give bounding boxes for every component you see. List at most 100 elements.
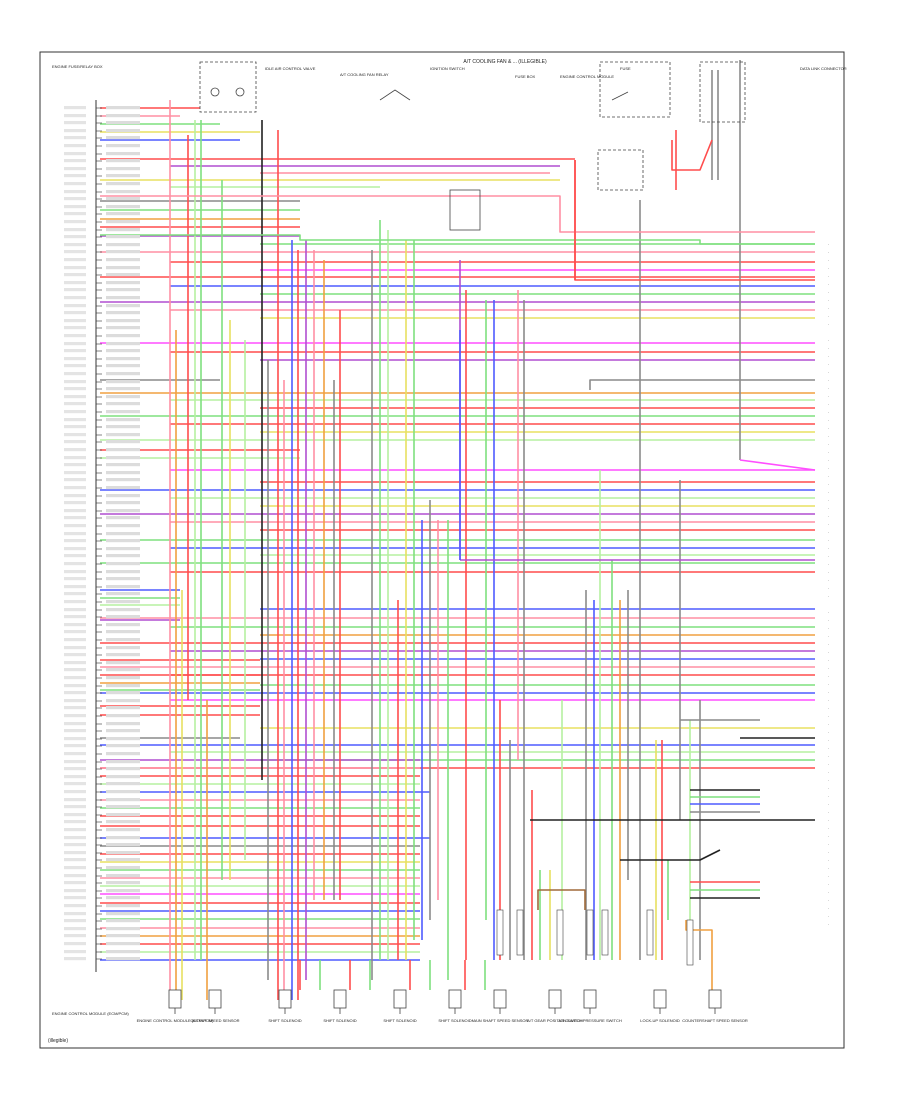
bottom-component-label: ENGINE CONTROL MODULE (ECM/PCM) <box>137 1018 214 1023</box>
pin-label-box <box>106 235 140 239</box>
pin-group-box <box>64 129 86 133</box>
pin-label-box <box>106 547 140 551</box>
bottom-component-connector <box>333 989 347 1009</box>
pin-label-box <box>106 334 140 338</box>
pin-label-box <box>106 630 140 634</box>
pin-label-box <box>106 349 140 353</box>
bottom-component-connector <box>708 989 722 1009</box>
right-pin-number: · <box>828 531 829 535</box>
pin-label-box <box>106 744 140 748</box>
pin-group-box <box>64 805 86 809</box>
pin-label-box <box>106 440 140 444</box>
pin-label-box <box>106 212 140 216</box>
pin-label-box <box>106 296 140 300</box>
pin-label-box <box>106 950 140 954</box>
pin-group-box <box>64 570 86 574</box>
right-pin-number: · <box>828 651 829 655</box>
pin-label-box <box>106 729 140 733</box>
pin-label-box <box>106 372 140 376</box>
pin-group-box <box>64 319 86 323</box>
pin-label-box <box>106 387 140 391</box>
pin-group-box <box>64 798 86 802</box>
top-component-label: ENGINE CONTROL MODULE <box>560 74 614 79</box>
pin-group-box <box>64 258 86 262</box>
idle-air-control-valve <box>199 61 257 113</box>
pin-group-box <box>64 562 86 566</box>
right-pin-number: · <box>828 851 829 855</box>
right-pin-number: · <box>828 723 829 727</box>
pin-group-box <box>64 494 86 498</box>
right-pin-number: · <box>828 611 829 615</box>
page-code: (illegible) <box>48 1038 68 1044</box>
pin-label-box <box>106 250 140 254</box>
right-pin-number: · <box>828 915 829 919</box>
top-component-label: IDLE AIR CONTROL VALVE <box>265 66 316 71</box>
right-pin-number: · <box>828 643 829 647</box>
pin-label-box <box>106 509 140 513</box>
pin-group-box <box>64 957 86 961</box>
pin-group-box <box>64 585 86 589</box>
bottom-component-connector <box>393 989 407 1009</box>
pin-group-box <box>64 889 86 893</box>
pin-group-box <box>64 934 86 938</box>
pin-label-box <box>106 676 140 680</box>
pin-group-box <box>64 623 86 627</box>
pin-label-box <box>106 782 140 786</box>
pin-label-box <box>106 623 140 627</box>
cooling-fan-relay <box>599 61 671 118</box>
solenoid-coil-icon <box>235 87 245 97</box>
pin-label-box <box>106 425 140 429</box>
pin-group-box <box>64 828 86 832</box>
right-pin-number: · <box>828 899 829 903</box>
pin-label-box <box>106 478 140 482</box>
pin-label-box <box>106 653 140 657</box>
bottom-component-connector <box>448 989 462 1009</box>
pin-group-box <box>64 220 86 224</box>
wire <box>100 234 815 245</box>
pin-label-box <box>106 418 140 422</box>
bottom-component-connector <box>493 989 507 1009</box>
bottom-component-label: SHIFT SOLENOID <box>268 1018 301 1023</box>
pin-label-box <box>106 380 140 384</box>
pin-label-box <box>106 539 140 543</box>
right-pin-number: · <box>828 323 829 327</box>
pin-group-box <box>64 592 86 596</box>
pin-group-box <box>64 182 86 186</box>
pin-group-box <box>64 554 86 558</box>
pin-group-box <box>64 547 86 551</box>
bottom-component-label: A/T CLUTCH PRESSURE SWITCH <box>558 1018 622 1023</box>
pin-label-box <box>106 281 140 285</box>
pin-label-box <box>106 205 140 209</box>
pin-label-box <box>106 866 140 870</box>
pin-group-box <box>64 752 86 756</box>
right-pin-number: · <box>828 475 829 479</box>
pin-label-box <box>106 615 140 619</box>
right-pin-number: · <box>828 803 829 807</box>
pin-group-box <box>64 691 86 695</box>
pin-group-box <box>64 205 86 209</box>
right-pin-number: · <box>828 763 829 767</box>
pin-label-box <box>106 167 140 171</box>
right-pin-number: · <box>828 923 829 927</box>
pin-group-box <box>64 349 86 353</box>
right-pin-number: · <box>828 771 829 775</box>
pin-label-box <box>106 448 140 452</box>
wire <box>620 849 721 861</box>
wire <box>671 139 713 171</box>
right-pin-number: · <box>828 379 829 383</box>
pin-label-box <box>106 919 140 923</box>
pin-label-box <box>106 820 140 824</box>
right-pin-number: · <box>828 779 829 783</box>
bottom-component-connector <box>653 989 667 1009</box>
pin-label-box <box>106 114 140 118</box>
right-pin-number: · <box>828 395 829 399</box>
pin-label-box <box>106 843 140 847</box>
right-pin-number: · <box>828 371 829 375</box>
pin-group-box <box>64 440 86 444</box>
pin-group-box <box>64 342 86 346</box>
pin-label-box <box>106 592 140 596</box>
pin-group-box <box>64 729 86 733</box>
pin-group-box <box>64 144 86 148</box>
right-pin-number: · <box>828 867 829 871</box>
pin-group-box <box>64 509 86 513</box>
